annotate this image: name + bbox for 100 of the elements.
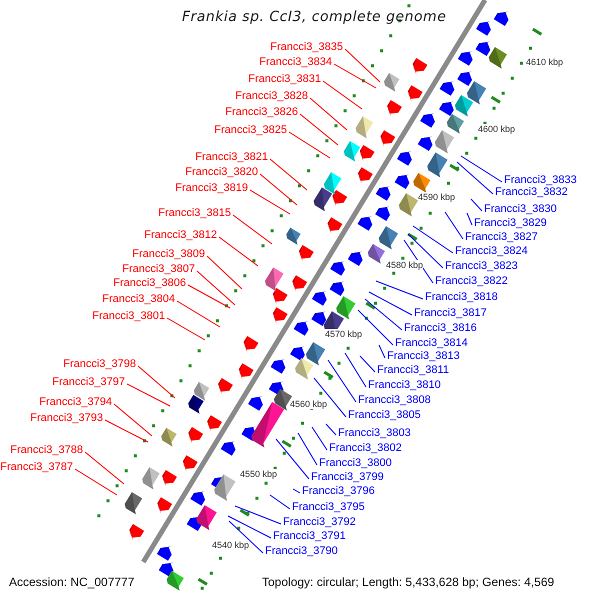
gene-label: Francci3_3830	[484, 203, 557, 216]
leader-line	[310, 98, 348, 130]
leader-line	[276, 438, 310, 480]
leader-line	[334, 64, 376, 88]
gene-label: Francci3_3806	[113, 277, 186, 290]
leader-line	[288, 132, 330, 158]
leader-line	[312, 426, 328, 450]
scale-label: 4560 kbp	[290, 399, 328, 409]
leader-line	[466, 212, 472, 226]
gene-label: Francci3_3832	[495, 186, 568, 199]
leader-line	[270, 494, 290, 510]
leader-line	[250, 190, 290, 214]
map-title: Frankia sp. CcI3, complete genome	[182, 9, 446, 25]
leader-line	[344, 352, 366, 388]
leader-line	[368, 292, 412, 316]
gene-label: Francci3_3802	[329, 442, 402, 455]
leader-line	[228, 520, 264, 554]
leader-line	[376, 280, 424, 300]
leader-line	[298, 432, 318, 466]
gene-label: Francci3_3799	[311, 471, 384, 484]
gene-label: Francci3_3800	[319, 457, 392, 470]
scale-label: 4600 kbp	[478, 124, 516, 134]
leader-line	[206, 256, 242, 290]
leader-line	[126, 384, 170, 406]
leader-line	[360, 356, 376, 372]
leader-line	[344, 48, 380, 82]
gene-label: Francci3_3803	[338, 427, 411, 440]
leader-line	[326, 424, 336, 436]
gene-label: Francci3_3833	[504, 174, 577, 187]
gene-label: Francci3_3834	[259, 56, 332, 69]
gene-label: Francci3_3788	[10, 444, 83, 457]
gene-label: Francci3_3805	[348, 409, 421, 422]
leader-line	[378, 344, 386, 358]
leader-line	[328, 360, 356, 402]
leader-line	[270, 158, 308, 190]
gene-label: Francci3_3794	[39, 396, 112, 409]
gene-label: Francci3_3818	[425, 291, 498, 304]
leader-line	[322, 80, 362, 110]
gene-label: Francci3_3798	[63, 358, 136, 371]
leader-line	[166, 318, 206, 340]
footer-text: Accession: NC_007777	[9, 575, 134, 589]
gene-label: Francci3_3793	[30, 412, 103, 425]
leader-line	[300, 114, 338, 146]
leader-line	[104, 420, 148, 442]
scale-label: 4570 kbp	[325, 329, 362, 339]
leader-line	[314, 378, 346, 418]
leader-line	[84, 452, 124, 484]
gene-label: Francci3_3791	[273, 530, 346, 543]
leader-line	[444, 212, 464, 240]
gene-label: Francci3_3812	[144, 229, 217, 242]
leader-line	[138, 366, 176, 398]
leader-line	[188, 284, 230, 308]
leader-line	[408, 234, 444, 268]
scale-label: 4540 kbp	[212, 540, 250, 550]
gene-label: Francci3_3816	[404, 322, 477, 335]
gene-label: Francci3_3801	[92, 310, 165, 323]
leader-line	[74, 468, 118, 496]
gene-label: Francci3_3804	[102, 293, 175, 306]
leader-line	[460, 156, 502, 182]
scale-label: 4550 kbp	[240, 469, 278, 479]
scale-label: 4610 kbp	[526, 57, 564, 67]
gene-label: Francci3_3811	[377, 364, 449, 377]
leader-line	[232, 214, 272, 244]
gene-label: Francci3_3821	[195, 151, 268, 164]
gene-label: Francci3_3797	[52, 376, 125, 389]
gene-label: Francci3_3809	[132, 248, 205, 261]
leader-line	[196, 270, 236, 306]
gene-label: Francci3_3831	[248, 73, 321, 86]
scale-label: 4580 kbp	[386, 260, 424, 270]
gene-label: Francci3_3795	[292, 501, 365, 514]
gene-label: Francci3_3827	[465, 231, 538, 244]
leader-line	[260, 174, 298, 206]
gene-label: Francci3_3825	[214, 124, 287, 137]
gene-label: Francci3_3814	[395, 337, 468, 350]
gene-label: Francci3_3829	[474, 217, 547, 230]
leader-line	[228, 516, 272, 538]
gene-label: Francci3_3822	[435, 275, 508, 288]
scale-label: 4590 kbp	[418, 192, 456, 202]
gene-label: Francci3_3813	[387, 350, 460, 363]
gene-label: Francci3_3824	[455, 245, 528, 258]
gene-label: Francci3_3819	[175, 182, 248, 195]
leader-line	[234, 506, 282, 524]
leader-line	[470, 198, 482, 212]
gene-label: Francci3_3817	[414, 307, 487, 320]
gene-label: Francci3_3787	[0, 461, 73, 474]
leader-line	[358, 310, 394, 346]
gene-label: Francci3_3810	[368, 379, 441, 392]
gene-label: Francci3_3790	[265, 545, 338, 558]
leader-line	[364, 298, 402, 330]
gene-label: Francci3_3823	[445, 260, 518, 273]
leader-line	[292, 488, 300, 494]
gene-label: Francci3_3835	[270, 41, 343, 54]
gene-label: Francci3_3826	[225, 106, 298, 119]
gene-label: Francci3_3820	[185, 166, 258, 179]
leader-line	[218, 236, 258, 266]
gene-label: Francci3_3815	[158, 207, 231, 220]
leader-line	[176, 300, 220, 328]
gene-label: Francci3_3792	[283, 516, 356, 529]
gene-label: Francci3_3807	[122, 263, 195, 276]
gene-label: Francci3_3808	[358, 394, 431, 407]
